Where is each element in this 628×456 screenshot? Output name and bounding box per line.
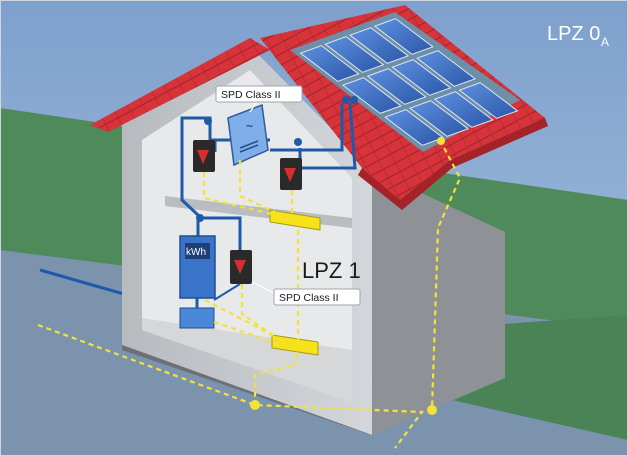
junction-dot [196, 214, 204, 222]
solar-panel [324, 36, 385, 73]
foundation [122, 345, 380, 438]
busbar-lower [271, 334, 319, 356]
roof-left [90, 38, 270, 132]
busbar-upper [269, 209, 321, 231]
energy-meter: kWh [179, 235, 216, 299]
solar-array [290, 12, 520, 152]
house-side-wall [372, 170, 505, 435]
solar-panel [348, 27, 410, 64]
earth-electrode [437, 137, 445, 145]
earth-electrode [250, 400, 260, 410]
spd-upper-label-box: SPD Class II [215, 85, 303, 103]
meter-label: kWh [186, 247, 206, 258]
main-distribution-box [179, 307, 215, 329]
earthing-conductors [37, 139, 462, 449]
spd-device-right [280, 158, 302, 190]
junction-dot [342, 96, 350, 104]
spd-device-lower [230, 250, 252, 284]
lpz0a-label: LPZ 0 [547, 23, 600, 45]
spd-lower-label-box: SPD Class II [273, 288, 361, 306]
solar-panel [416, 50, 477, 87]
solar-panel [391, 59, 452, 96]
solar-panel [341, 77, 402, 114]
inverter: ~ [227, 103, 269, 167]
spd-device-left [193, 140, 215, 172]
meter-to-spd [213, 283, 241, 301]
spd-lower-label: SPD Class II [279, 292, 339, 304]
basement-floor [142, 318, 352, 402]
solar-panel [299, 45, 360, 82]
solar-panel [458, 82, 519, 119]
solar-panel [366, 68, 427, 105]
junction-dot [204, 117, 212, 125]
earth-electrode [427, 405, 437, 415]
spd-upper-label: SPD Class II [221, 89, 281, 101]
solar-panel [433, 91, 494, 128]
solar-panel [408, 100, 470, 137]
junction-dot [294, 138, 302, 146]
lpz0a-subscript: A [601, 35, 609, 49]
lpz1-label: LPZ 1 [302, 258, 361, 283]
solar-panel [373, 18, 434, 55]
inverter-symbol: ~ [246, 119, 253, 133]
junction-dot [350, 96, 358, 104]
